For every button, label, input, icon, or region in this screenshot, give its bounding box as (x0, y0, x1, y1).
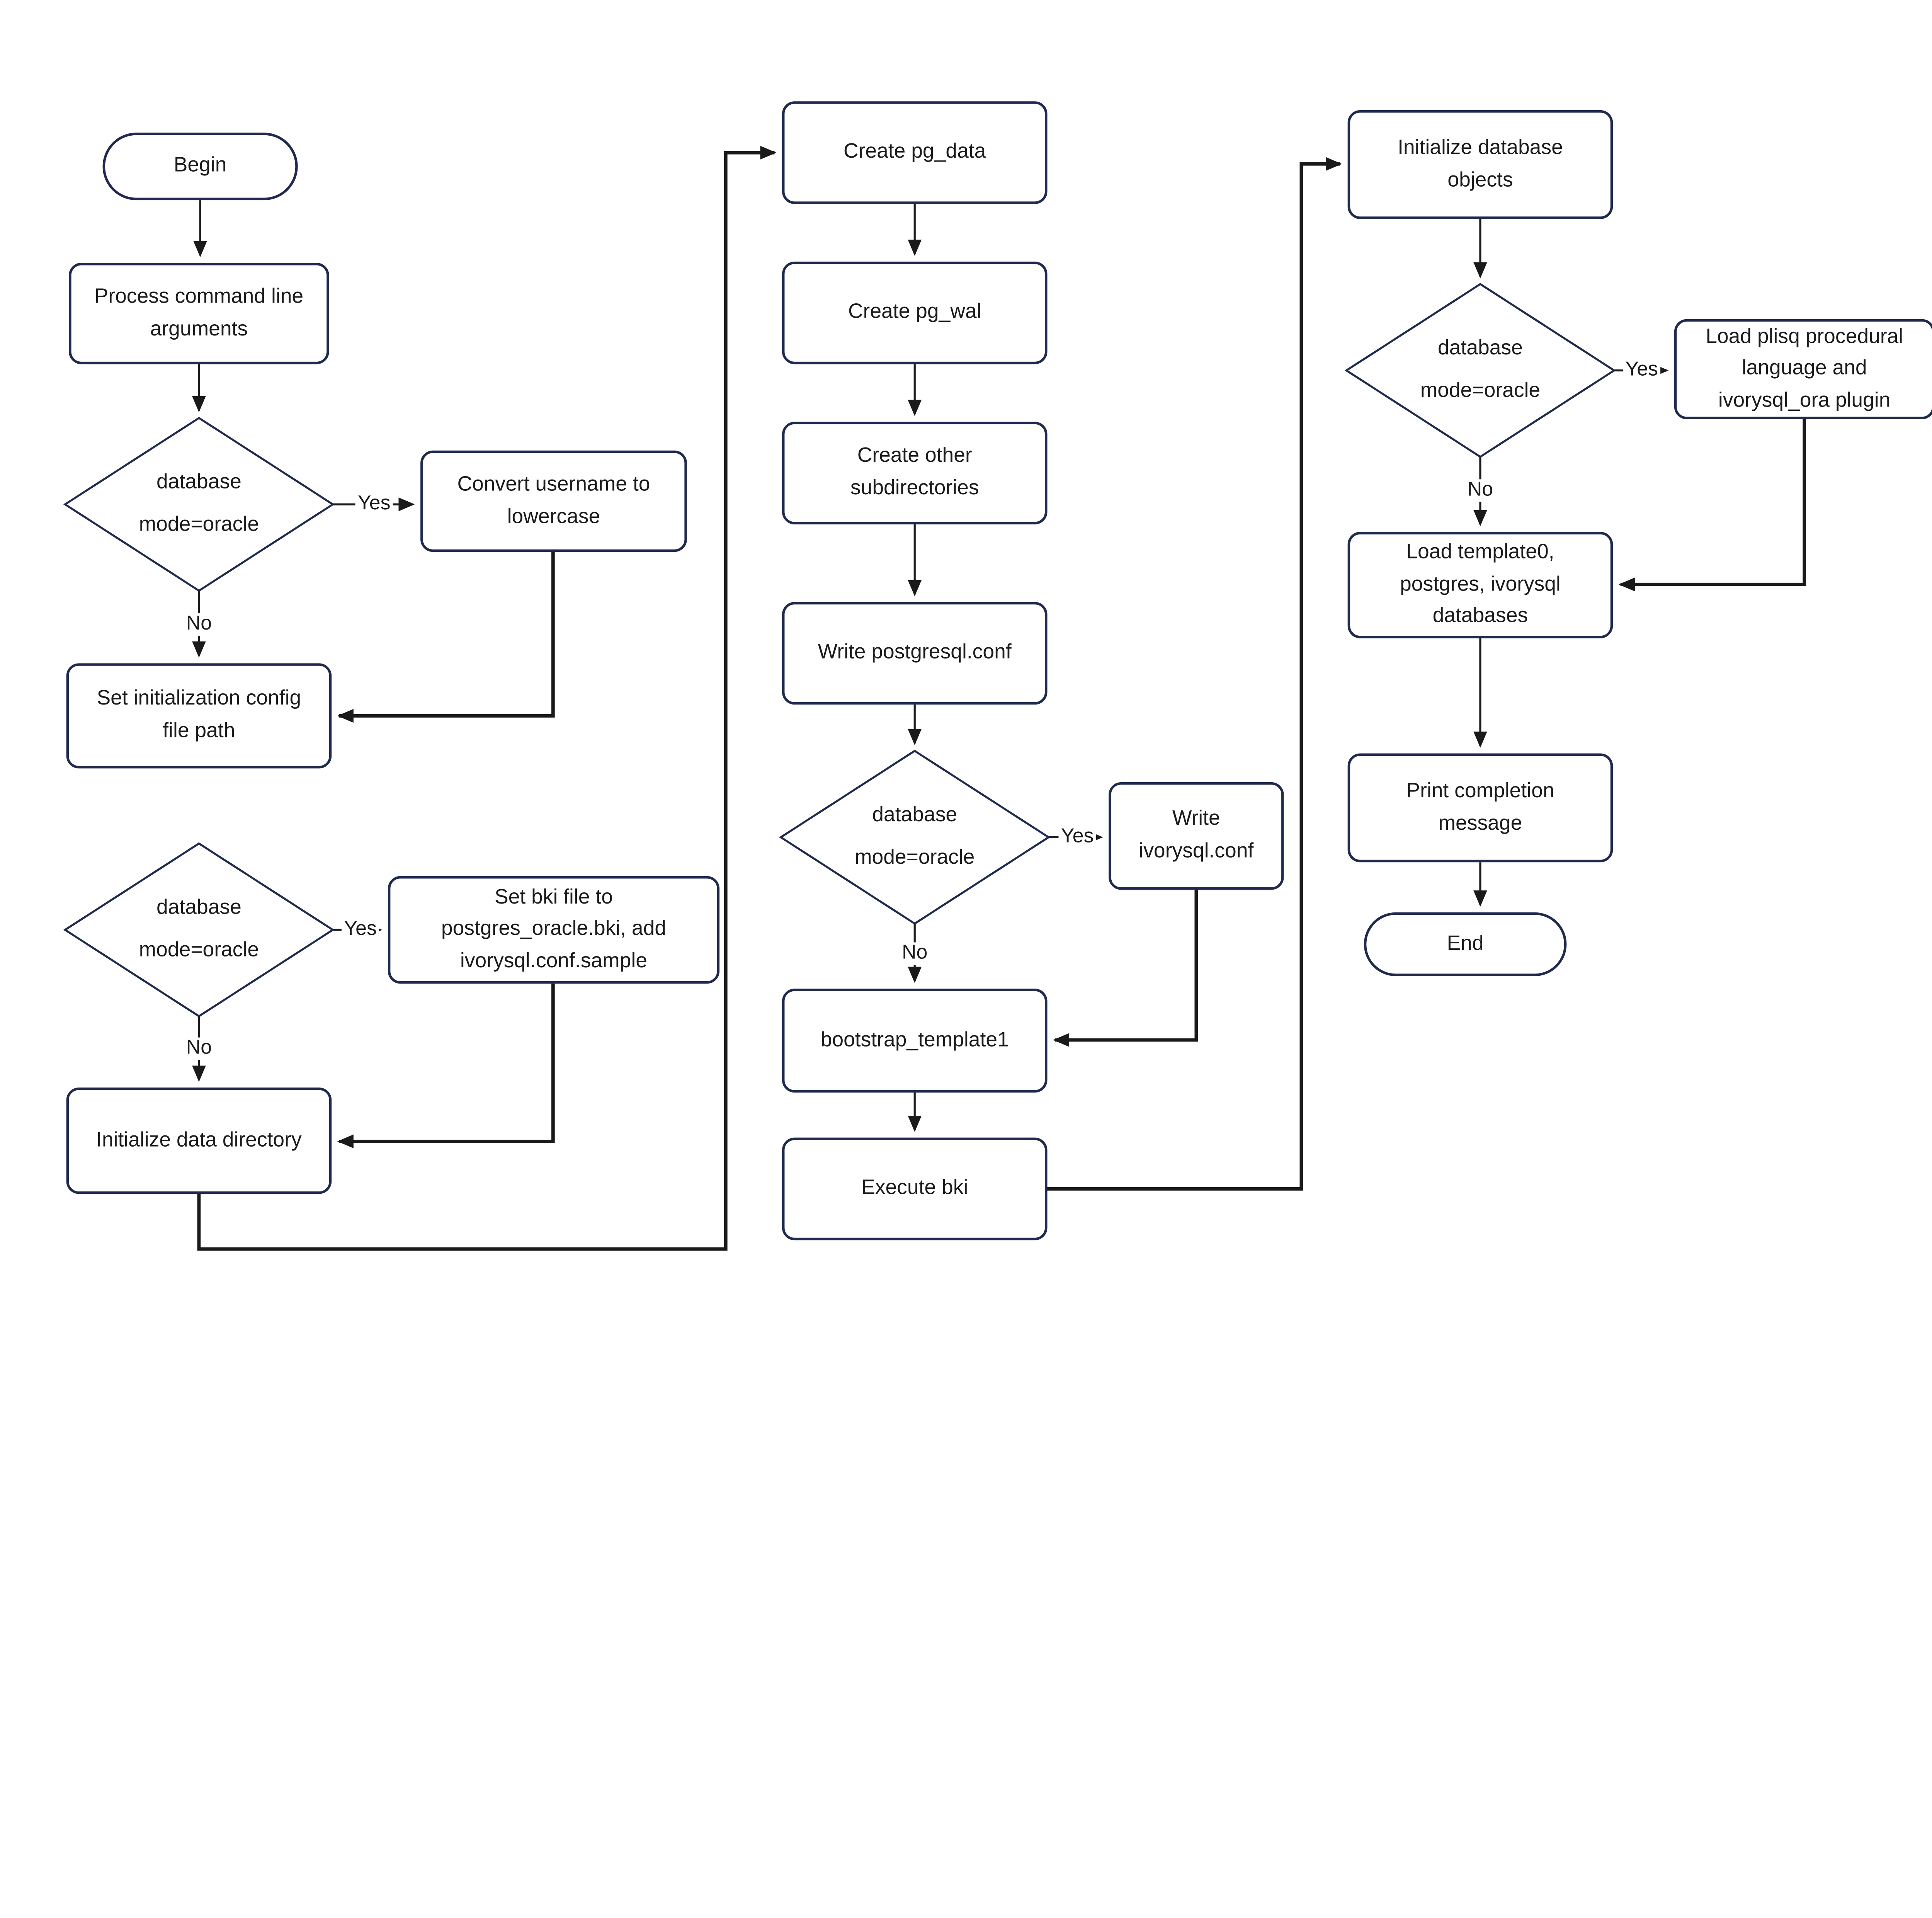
edge-label-no-1: No (184, 613, 214, 636)
edge-label-yes-2: Yes (341, 918, 379, 941)
node-write-postgresql-conf: Write postgresql.conf (782, 602, 1048, 705)
node-set-initialization-config-file-path: Set initialization config file path (66, 663, 332, 769)
edge-label-yes-1: Yes (355, 493, 393, 516)
edge-layer (63, 146, 1806, 1251)
node-process-command-line-arguments: Process command line arguments (69, 263, 329, 364)
edge-convert-username-to-set-config-path (337, 552, 555, 723)
edge-label-no-4: No (1465, 479, 1496, 502)
decision-diamond-2 (63, 842, 335, 1018)
node-load-template0-postgres-ivorysql: Load template0, postgres, ivorysql datab… (1347, 532, 1613, 638)
decision-diamond-3 (779, 749, 1051, 925)
edge-label-yes-3: Yes (1058, 826, 1096, 849)
node-set-bki-file: Set bki file to postgres_oracle.bki, add… (388, 876, 720, 984)
edge-label-no-2: No (184, 1037, 214, 1060)
node-bootstrap-template1: bootstrap_template1 (782, 989, 1048, 1093)
node-load-plisq-procedural-language: Load plisq procedural language and ivory… (1674, 319, 1932, 419)
edge-load-plisq-to-load-databases (1618, 419, 1806, 592)
node-initialize-database-objects: Initialize database objects (1347, 110, 1613, 219)
node-print-completion-message: Print completion message (1347, 753, 1613, 863)
node-end-terminator: End (1364, 912, 1567, 976)
node-write-ivorysql-conf: Write ivorysql.conf (1109, 782, 1284, 890)
edge-set-bki-to-init-datadir (337, 984, 555, 1149)
node-create-pg-wal: Create pg_wal (782, 261, 1048, 364)
edge-label-yes-4: Yes (1622, 359, 1661, 382)
node-execute-bki: Execute bki (782, 1137, 1048, 1241)
node-initialize-data-directory: Initialize data directory (66, 1087, 332, 1194)
flowchart-canvas: Begin Process command line arguments dat… (63, 101, 1932, 1251)
edge-execute-bki-to-init-db-objects (1047, 157, 1342, 1191)
node-convert-username-to-lowercase: Convert username to lowercase (420, 450, 687, 552)
node-begin-terminator: Begin (102, 133, 298, 201)
node-create-pg-data: Create pg_data (782, 101, 1048, 204)
node-create-other-subdirectories: Create other subdirectories (782, 422, 1048, 524)
edge-write-ivorysql-conf-to-bootstrap-template1 (1053, 890, 1198, 1047)
edge-label-no-3: No (899, 942, 930, 965)
edge-init-datadir-to-create-pg-data (197, 146, 777, 1251)
decision-diamond-4 (1344, 283, 1616, 458)
decision-diamond-1 (63, 417, 335, 592)
